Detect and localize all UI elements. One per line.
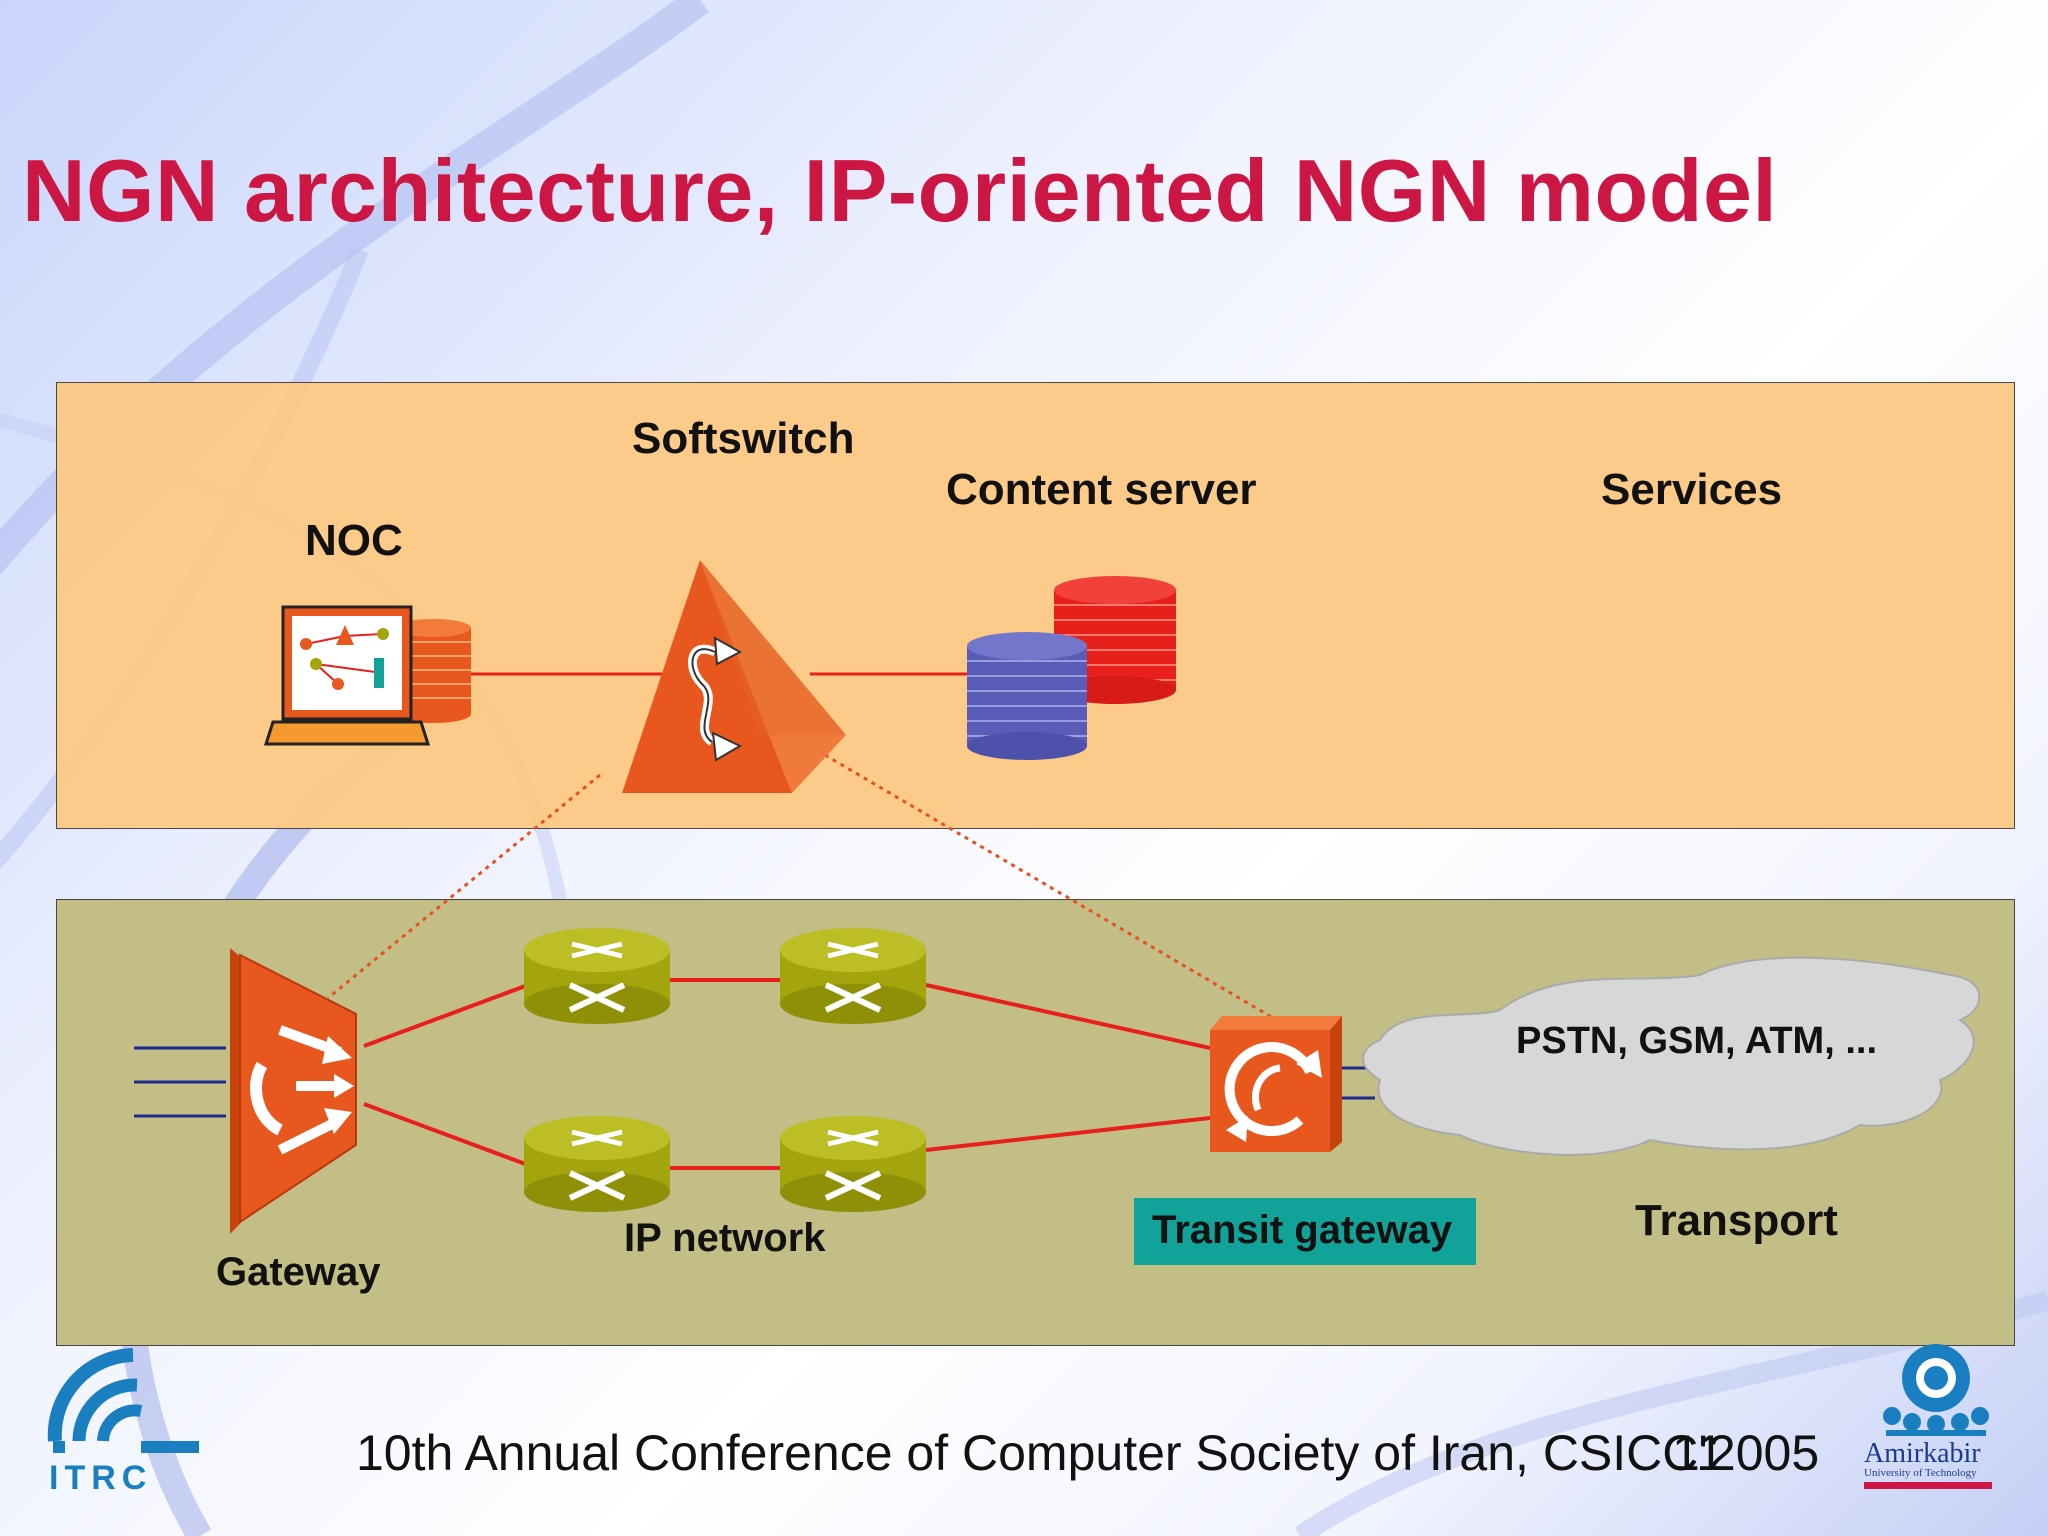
itrc-logo-text: ITRC <box>49 1459 152 1495</box>
content-server-icon <box>967 576 1176 760</box>
ip-network-label: IP network <box>624 1216 826 1260</box>
amirkabir-logo-text: Amirkabir <box>1864 1438 1981 1469</box>
page-number: 11 <box>1672 1425 1724 1481</box>
transit-gateway-label: Transit gateway <box>1152 1208 1453 1252</box>
router-icon <box>780 928 926 1024</box>
gateway-icon <box>230 948 357 1234</box>
transport-layer-label: Transport <box>1635 1196 1838 1245</box>
noc-label: NOC <box>305 516 403 565</box>
itrc-logo: ITRC <box>47 1348 199 1495</box>
content-server-label: Content server <box>946 465 1257 514</box>
router-icon <box>524 928 670 1024</box>
pstn-cloud-icon <box>1362 956 1981 1156</box>
router-icon <box>780 1116 926 1212</box>
softswitch-icon <box>622 560 846 793</box>
softswitch-label: Softswitch <box>632 414 855 463</box>
slide-footer: 10th Annual Conference of Computer Socie… <box>356 1425 1820 1481</box>
noc-icon <box>263 605 471 746</box>
router-icon <box>524 1116 670 1212</box>
services-layer-label: Services <box>1601 465 1783 514</box>
transit-gateway-icon <box>1210 1016 1342 1152</box>
gateway-label: Gateway <box>216 1250 381 1294</box>
transit-gateway-label-box: Transit gateway <box>1134 1198 1476 1265</box>
amirkabir-logo-subtext: University of Technology <box>1864 1467 1977 1479</box>
slide-title: NGN architecture, IP-oriented NGN model <box>22 141 1778 240</box>
blue-database <box>967 632 1087 760</box>
pstn-cloud-label: PSTN, GSM, ATM, ... <box>1516 1020 1877 1062</box>
amirkabir-logo: Amirkabir University of Technology <box>1864 1344 1992 1489</box>
control-links <box>327 753 1281 1024</box>
